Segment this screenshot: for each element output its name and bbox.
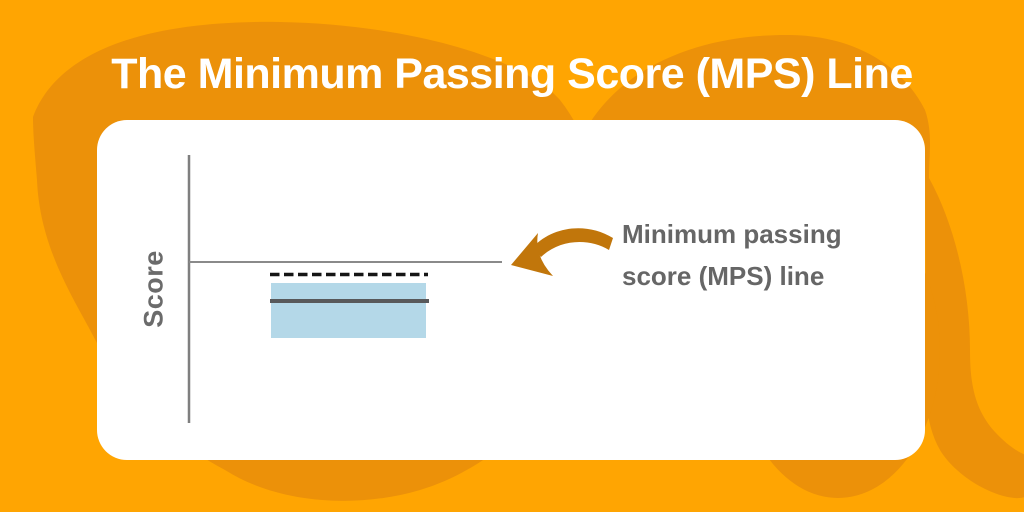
curved-arrow-icon	[511, 228, 613, 276]
mps-annotation-line1: Minimum passing	[622, 219, 842, 249]
score-band	[271, 283, 426, 338]
score-chart	[187, 155, 613, 423]
page-title: The Minimum Passing Score (MPS) Line	[111, 50, 913, 98]
mps-annotation-label: Minimum passing score (MPS) line	[622, 213, 842, 297]
y-axis-label: Score	[138, 250, 169, 328]
mps-annotation-line2: score (MPS) line	[622, 261, 825, 291]
chart-card: Score Minimum passing score (MPS) line	[97, 120, 925, 460]
